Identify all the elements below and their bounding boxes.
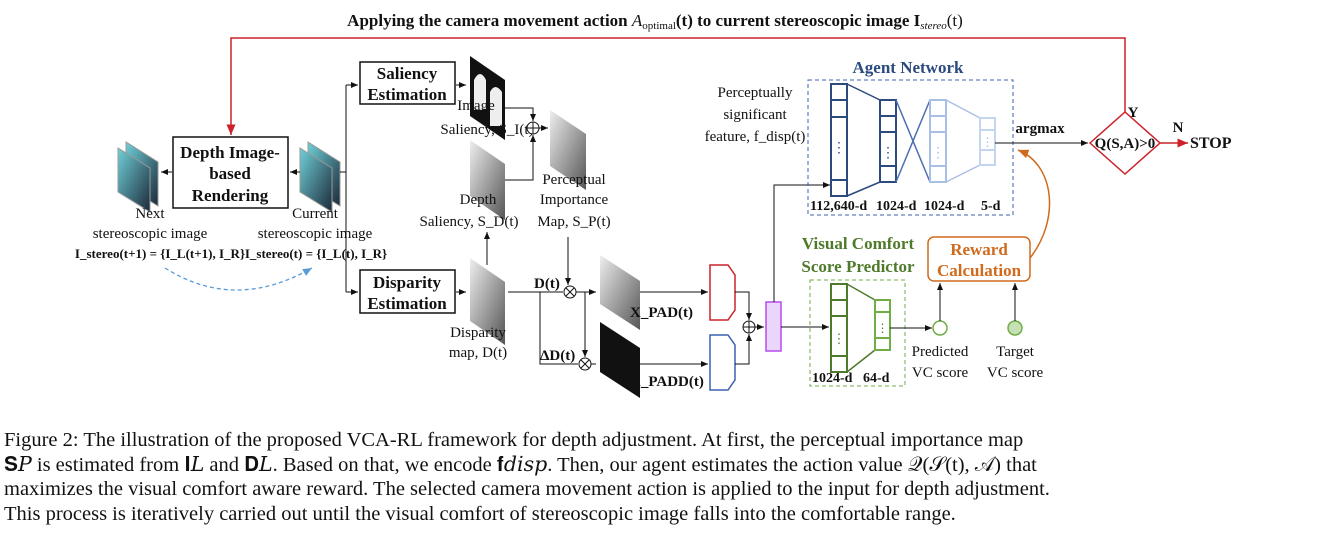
svg-text:⋮: ⋮ — [833, 331, 846, 346]
svg-text:⋮: ⋮ — [982, 135, 994, 149]
feature-vector — [765, 301, 782, 352]
target-vc-node — [1007, 320, 1023, 336]
image-saliency-label-2: Saliency, S_I(t) — [440, 122, 533, 138]
next-formula: I_stereo(t+1) = {I_L(t+1), I_R} — [75, 246, 245, 261]
target-label: Target — [996, 344, 1035, 360]
svg-text:Calculation: Calculation — [937, 261, 1022, 280]
perceptual-label-3: Map, S_P(t) — [537, 214, 610, 230]
predicted-label-2: VC score — [912, 365, 969, 381]
top-label: Applying the camera movement action Aopt… — [347, 11, 963, 32]
disparity-estimation-box: Disparity Estimation — [359, 269, 456, 314]
delta-d-label: ΔD(t) — [540, 348, 575, 364]
svg-text:1024-d: 1024-d — [876, 199, 917, 214]
svg-text:Disparity: Disparity — [373, 273, 442, 292]
svg-text:64-d: 64-d — [863, 371, 890, 386]
svg-text:112,640-d: 112,640-d — [810, 199, 867, 214]
depth-saliency-map — [470, 140, 505, 220]
perceptual-label-2: Importance — [540, 192, 609, 208]
x-pad-label: X_PAD(t) — [630, 305, 693, 321]
predicted-vc-node — [932, 320, 948, 336]
image-saliency-label: Image — [457, 98, 495, 114]
svg-text:1024-d: 1024-d — [924, 199, 965, 214]
current-label: Current — [292, 206, 339, 222]
dibr-box: Depth Image- based Rendering — [172, 136, 289, 209]
svg-text:1024-d: 1024-d — [812, 371, 853, 386]
x-padd-map — [600, 322, 640, 398]
next-label-2: stereoscopic image — [93, 226, 208, 242]
x-padd-label: X_PADD(t) — [630, 374, 704, 390]
current-stereo-image — [299, 141, 341, 213]
perceptual-importance-map — [550, 110, 586, 190]
vc-predictor-network: ⋮ ⋮ 1024-d 64-d — [809, 279, 906, 387]
svg-text:Estimation: Estimation — [367, 294, 447, 313]
decision-label: Q(S,A)>0 — [1095, 136, 1156, 152]
current-label-2: stereoscopic image — [258, 226, 373, 242]
svg-text:5-d: 5-d — [981, 199, 1001, 214]
feature-label-2: significant — [723, 107, 787, 123]
svg-text:⋮: ⋮ — [877, 321, 889, 335]
svg-text:Rendering: Rendering — [192, 186, 269, 205]
disparity-map-label: Disparity — [450, 325, 506, 341]
predicted-label: Predicted — [912, 344, 969, 360]
yes-label: Y — [1128, 105, 1139, 121]
figure-caption: Figure 2: The illustration of the propos… — [4, 428, 1339, 526]
disparity-map — [470, 258, 505, 345]
feature-label-3: feature, f_disp(t) — [705, 129, 806, 145]
update-arc — [164, 267, 313, 291]
svg-text:Agent Network: Agent Network — [853, 58, 964, 77]
stop-label: STOP — [1190, 135, 1232, 152]
padd-encoder — [709, 334, 736, 391]
depth-saliency-label: Depth — [460, 192, 497, 208]
x-pad-map — [600, 255, 640, 330]
reward-arrow — [1017, 149, 1051, 259]
feedback-arrow — [226, 37, 1126, 135]
svg-text:Saliency: Saliency — [377, 64, 438, 83]
vc-predictor-title-2: Score Predictor — [801, 257, 915, 276]
saliency-estimation-box: Saliency Estimation — [359, 61, 456, 105]
current-formula: I_stereo(t) = {I_L(t), I_R} — [245, 246, 387, 261]
caption-line: Figure 2: The illustration of the propos… — [4, 429, 1024, 451]
no-label: N — [1173, 120, 1184, 136]
feature-label: Perceptually — [718, 85, 793, 101]
vc-predictor-title: Visual Comfort — [802, 234, 915, 253]
argmax-label: argmax — [1015, 121, 1065, 137]
caption-line: This process is iteratively carried out … — [4, 502, 956, 525]
next-label: Next — [135, 206, 165, 222]
svg-text:Reward: Reward — [950, 240, 1008, 259]
pad-encoder — [709, 264, 736, 321]
svg-text:Estimation: Estimation — [367, 85, 447, 104]
caption-line: maximizes the visual comfort aware rewar… — [4, 478, 1050, 500]
caption-line: 𝐒𝑃 is estimated from 𝐈𝐿 and 𝐃𝐿. Based on… — [4, 453, 1037, 476]
reward-calculation-box: Reward Calculation — [927, 236, 1031, 282]
agent-network: Agent Network ⋮ ⋮ ⋮ ⋮ 112,640-d 1024-d 1… — [807, 58, 1014, 216]
perceptual-label: Perceptual — [542, 172, 605, 188]
next-stereo-image — [117, 141, 159, 213]
depth-saliency-label-2: Saliency, S_D(t) — [419, 214, 518, 230]
svg-text:based: based — [209, 164, 251, 183]
svg-text:⋮: ⋮ — [881, 146, 895, 161]
svg-text:Depth Image-: Depth Image- — [180, 143, 280, 162]
svg-text:⋮: ⋮ — [931, 146, 945, 161]
disparity-map-label-2: map, D(t) — [449, 345, 507, 361]
d-label: D(t) — [534, 276, 560, 292]
framework-diagram: Applying the camera movement action Aopt… — [75, 11, 1232, 398]
target-label-2: VC score — [987, 365, 1044, 381]
svg-text:⋮: ⋮ — [832, 141, 846, 156]
